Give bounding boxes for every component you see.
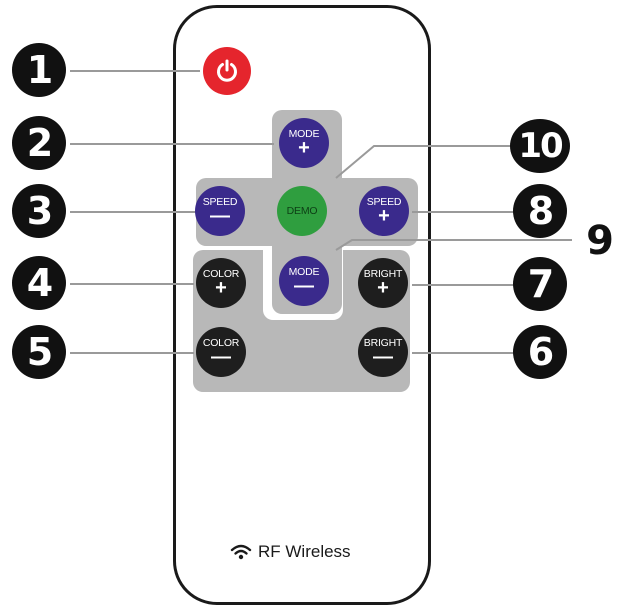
callout-3: 3 [12, 184, 66, 238]
leader-line-5 [70, 352, 194, 354]
speed-minus-button[interactable]: SPEED — [195, 186, 245, 236]
demo-button[interactable]: DEMO [277, 186, 327, 236]
mode-minus-button[interactable]: MODE — [279, 256, 329, 306]
footer-text: RF Wireless [258, 542, 351, 561]
leader-line-3 [70, 211, 196, 213]
leader-line-10 [335, 145, 516, 179]
plus-icon: + [377, 277, 389, 299]
color-plus-button[interactable]: COLOR + [196, 258, 246, 308]
plus-icon: + [215, 277, 227, 299]
footer-brand: RF Wireless [230, 542, 351, 562]
callout-7: 7 [513, 257, 567, 311]
color-plus-label: COLOR [202, 268, 240, 280]
mode-plus-button[interactable]: MODE + [279, 118, 329, 168]
leader-line-7 [412, 284, 516, 286]
mode-minus-label: MODE [288, 266, 320, 278]
callout-4: 4 [12, 256, 66, 310]
speed-plus-label: SPEED [366, 196, 402, 208]
callout-10: 10 [510, 119, 570, 173]
minus-icon: — [211, 346, 231, 368]
leader-line-1 [70, 70, 200, 72]
callout-6: 6 [513, 325, 567, 379]
power-icon [217, 59, 237, 82]
leader-line-9 [335, 239, 572, 251]
leader-line-6 [412, 352, 516, 354]
leader-line-8 [412, 211, 516, 213]
callout-5: 5 [12, 325, 66, 379]
wifi-icon [230, 544, 252, 560]
minus-icon: — [373, 346, 393, 368]
bright-minus-button[interactable]: BRIGHT — [358, 327, 408, 377]
minus-icon: — [210, 205, 230, 227]
callout-1: 1 [12, 43, 66, 97]
demo-label: DEMO [286, 204, 318, 217]
leader-line-4 [70, 283, 194, 285]
minus-icon: — [294, 275, 314, 297]
power-button[interactable] [203, 47, 251, 95]
bright-plus-button[interactable]: BRIGHT + [358, 258, 408, 308]
leader-line-2 [70, 143, 274, 145]
plus-icon: + [378, 205, 390, 227]
bright-minus-label: BRIGHT [363, 337, 403, 349]
mode-plus-label: MODE [288, 128, 320, 140]
color-bright-panel [193, 250, 410, 392]
callout-2: 2 [12, 116, 66, 170]
color-minus-label: COLOR [202, 337, 240, 349]
callout-8: 8 [513, 184, 567, 238]
bright-plus-label: BRIGHT [363, 268, 403, 280]
callout-9: 9 [572, 214, 626, 268]
plus-icon: + [298, 137, 310, 159]
speed-plus-button[interactable]: SPEED + [359, 186, 409, 236]
angled-leaders [335, 145, 572, 251]
speed-minus-label: SPEED [202, 196, 238, 208]
color-minus-button[interactable]: COLOR — [196, 327, 246, 377]
